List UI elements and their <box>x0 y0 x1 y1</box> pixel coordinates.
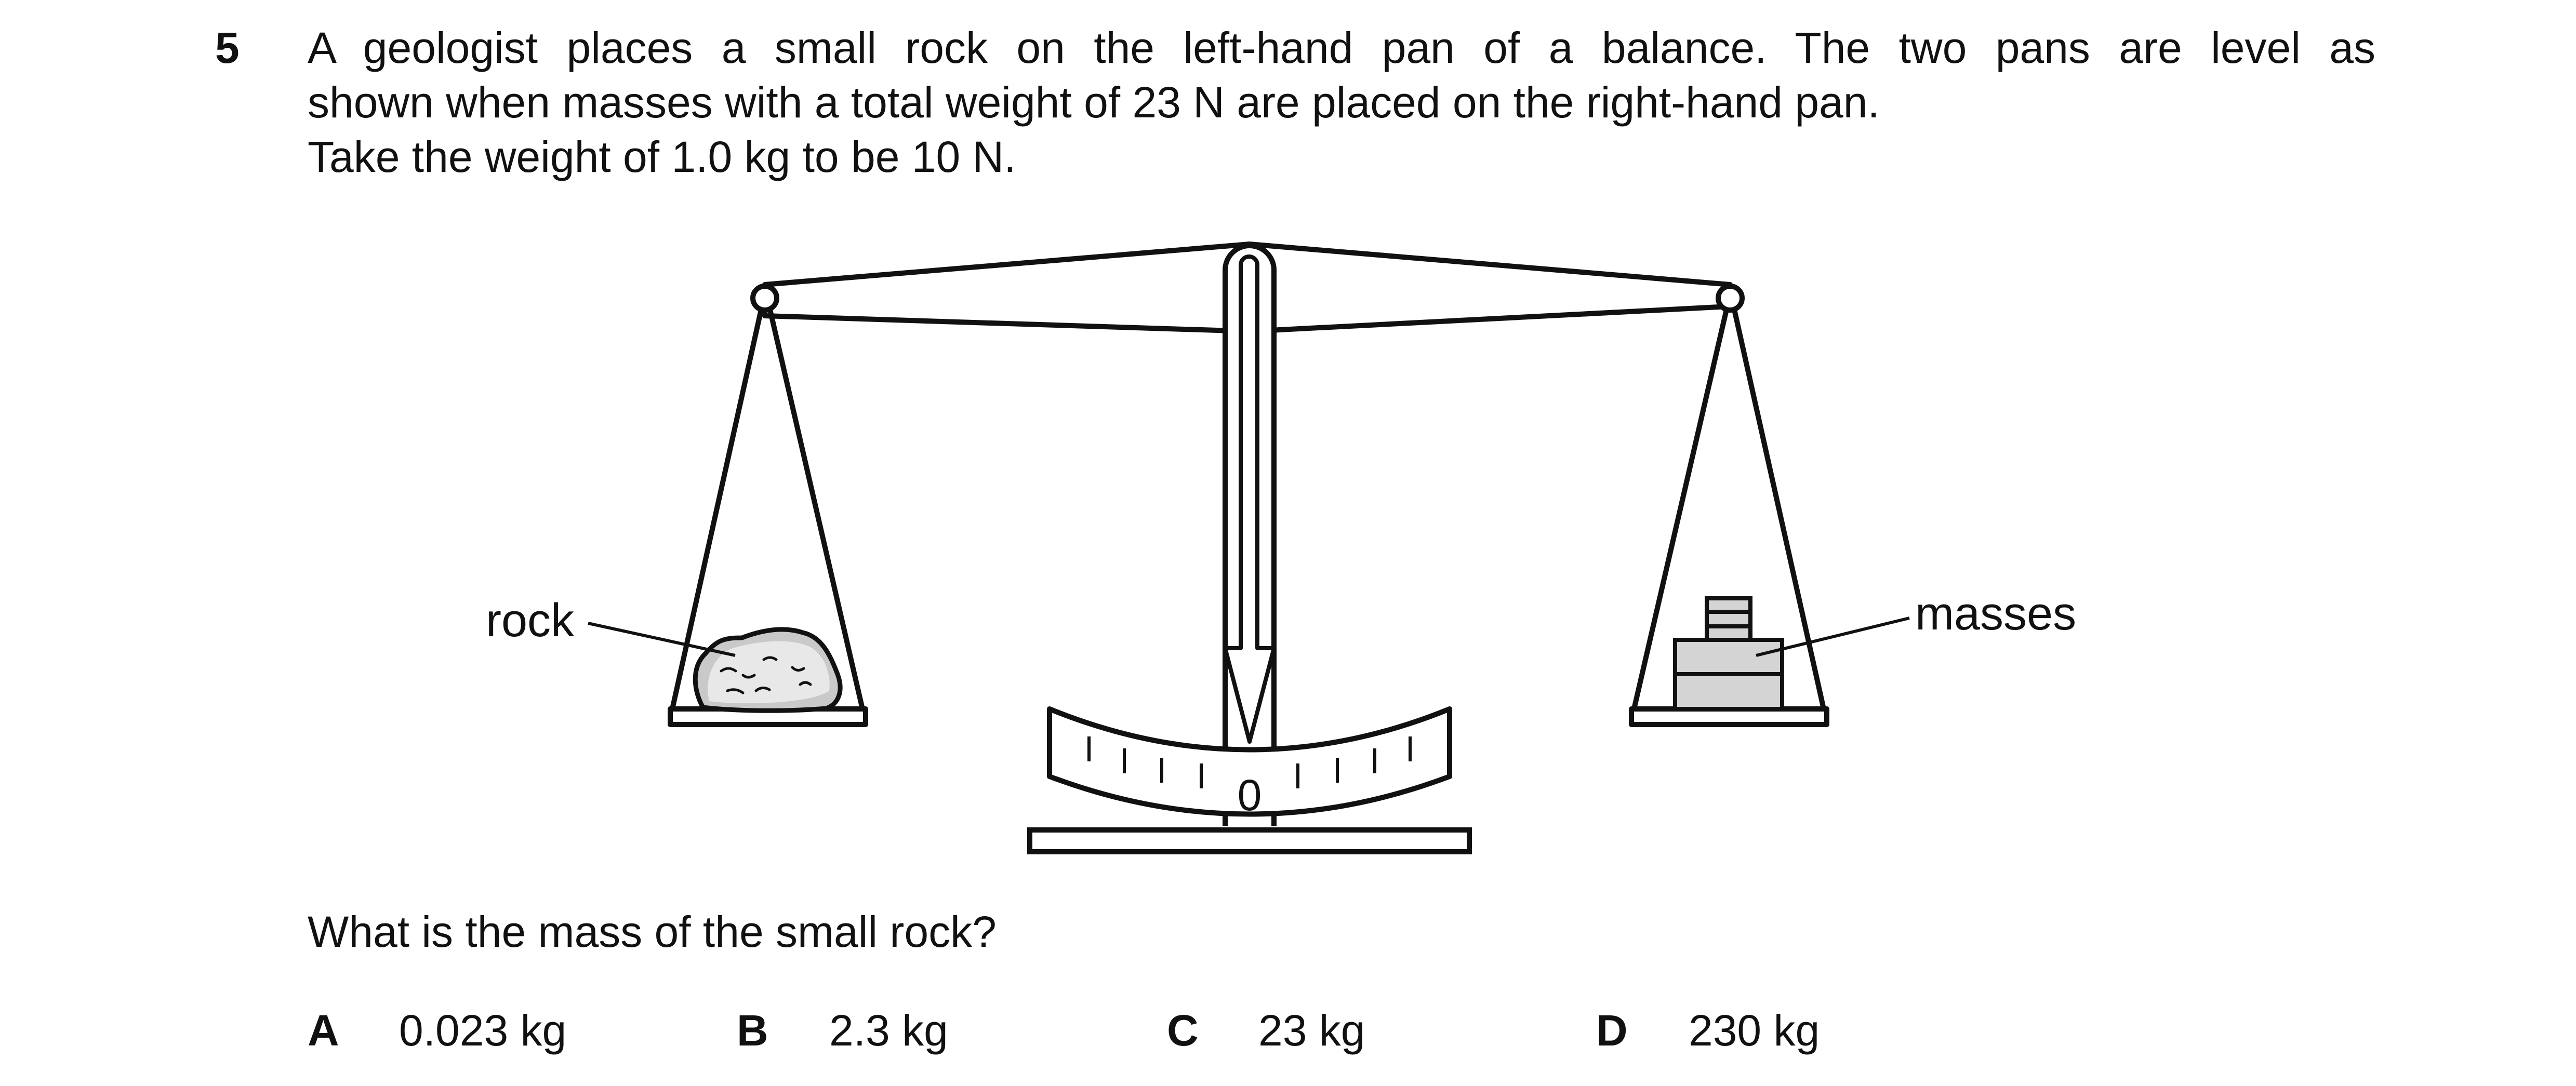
option-c-value: 23 kg <box>1258 1006 1365 1055</box>
rock-leader-line <box>588 622 736 657</box>
option-d-letter: D <box>1596 1006 1628 1055</box>
question-stem-line-3: Take the weight of 1.0 kg to be 10 N. <box>308 132 1016 181</box>
question-stem-line-1: A geologist places a small rock on the l… <box>308 23 2375 72</box>
question-stem-line-2: shown when masses with a total weight of… <box>308 78 1880 127</box>
option-b-value: 2.3 kg <box>829 1006 948 1055</box>
masses-label: masses <box>1915 588 2076 640</box>
question-number: 5 <box>215 23 240 72</box>
option-a-value: 0.023 kg <box>399 1006 567 1055</box>
masses-leader-line <box>1756 616 1910 657</box>
option-c-letter: C <box>1167 1006 1199 1055</box>
pointer-arrow-icon <box>1223 254 1276 744</box>
rock-label: rock <box>486 595 575 647</box>
left-pivot-icon <box>750 284 779 313</box>
scale-zero-label: 0 <box>1238 771 1262 820</box>
option-a-letter: A <box>308 1006 339 1055</box>
masses-icon <box>1673 596 1784 711</box>
right-pivot-icon <box>1716 284 1745 313</box>
question-prompt: What is the mass of the small rock? <box>308 907 997 956</box>
option-b-letter: B <box>737 1006 768 1055</box>
scale-arc <box>1047 706 1452 817</box>
balance-base <box>1027 827 1472 854</box>
left-pan <box>668 309 868 727</box>
option-d-value: 230 kg <box>1689 1006 1820 1055</box>
balance-diagram: 0 rock masses <box>486 242 2076 854</box>
scale-ticks <box>1087 736 1412 788</box>
rock-icon <box>693 627 843 713</box>
